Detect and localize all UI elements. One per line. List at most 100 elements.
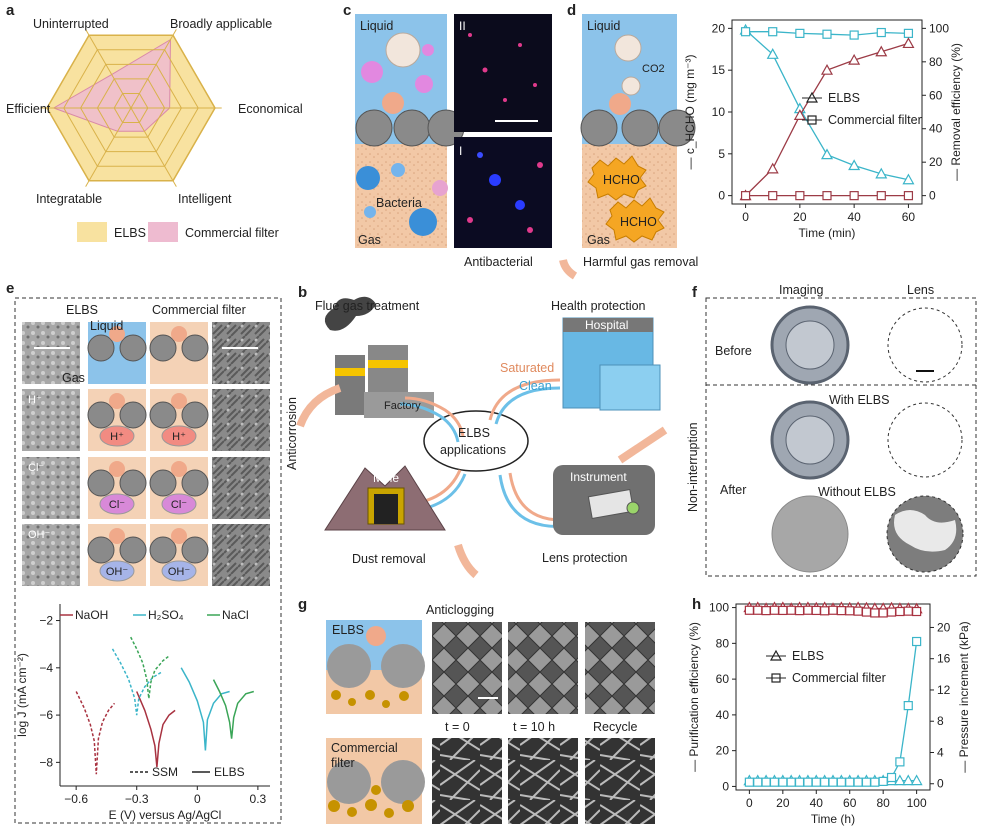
- radar-spoke: [130, 107, 177, 187]
- scheme-droplet: [171, 393, 187, 409]
- radar-label-economical: Economical: [238, 102, 303, 116]
- chart-h-ytick-left-label: 0: [722, 779, 729, 793]
- panel-b-lens: Lens protection: [542, 551, 628, 565]
- sem-image: [22, 524, 80, 586]
- panel-label-f: f: [692, 284, 697, 301]
- chart-d-ylabel-left: — c_HCHO (mg m⁻³): [683, 55, 697, 170]
- chart-h-ylabel-right: — Pressure increment (kPa): [957, 621, 971, 772]
- chart-h-series-line-3: [749, 641, 918, 783]
- e-ylabel: log J (mA cm⁻²): [15, 653, 29, 737]
- panel-g-elbs: ELBS: [332, 623, 364, 637]
- ion-label: H⁺: [110, 431, 124, 443]
- sem-image: [212, 457, 270, 519]
- sem-image: [22, 389, 80, 451]
- chart-h-point: [769, 777, 780, 787]
- panel-b-saturated: Saturated: [500, 361, 554, 375]
- chart-h-ytick-right-label: 20: [937, 620, 951, 634]
- chart-h-point: [820, 606, 830, 616]
- scheme-pore: [119, 401, 147, 429]
- e-ytick-label: −4: [39, 661, 53, 675]
- chart-h-point: [853, 777, 863, 787]
- e-series-0: [75, 691, 116, 775]
- ion-blob: [161, 425, 197, 447]
- chart-d-ytick-left-label: 10: [712, 105, 726, 119]
- chart-d-xtick-label: 40: [847, 210, 861, 224]
- lens-image-before: [887, 307, 963, 383]
- panel-b-hospital: Hospital: [585, 318, 628, 332]
- scheme-droplet: [109, 528, 125, 544]
- panel-b-factory: Factory: [384, 400, 421, 412]
- panel-f-imaging: Imaging: [779, 283, 824, 297]
- scheme-pore: [119, 334, 147, 362]
- chart-h-point: [878, 608, 888, 618]
- scheme-pore: [149, 469, 177, 497]
- sem-elbs-t10: [508, 622, 578, 714]
- panel-d-hcho-1: HCHO: [603, 173, 640, 187]
- panel-e-elbs-header: ELBS: [66, 303, 98, 317]
- scheme-pore: [87, 536, 115, 564]
- scheme-pore: [181, 401, 209, 429]
- chart-h-point: [895, 757, 905, 767]
- sem-image: [22, 457, 80, 519]
- e-series-3: [180, 667, 230, 751]
- chart-h-point: [861, 607, 872, 617]
- panel-d-liquid: Liquid: [587, 19, 620, 33]
- chart-d-point: [820, 63, 834, 75]
- seal-image-without: [771, 495, 849, 573]
- chart-h-point: [853, 606, 863, 616]
- radar-label-integratable: Integratable: [36, 192, 102, 206]
- chart-d-point: [822, 191, 832, 201]
- scheme-droplet: [171, 528, 187, 544]
- e-ytick-label: −8: [39, 755, 53, 769]
- scheme-droplet: [109, 326, 125, 342]
- chart-d-point: [820, 148, 834, 160]
- scheme-pore: [181, 536, 209, 564]
- sem-commercial-t0: [432, 738, 502, 824]
- chart-h-point: [893, 774, 906, 786]
- e-legend-label: NaCl: [222, 608, 249, 622]
- sem-commercial-recycle: [585, 738, 655, 824]
- e-xtick-label: −0.3: [125, 792, 149, 806]
- panel-label-h: h: [692, 596, 702, 613]
- chart-d-point: [766, 162, 779, 174]
- e-xtick-label: 0.3: [250, 792, 267, 806]
- e-legend-label: NaOH: [75, 608, 108, 622]
- sem-image: [212, 389, 270, 451]
- chart-h-ytick-left-label: 80: [716, 636, 730, 650]
- panel-c-liquid: Liquid: [360, 19, 393, 33]
- e-ytick-label: −2: [39, 614, 53, 628]
- chart-h-legend-commercial: Commercial filter: [792, 671, 886, 685]
- chart-h-point: [803, 605, 813, 615]
- panel-e-liquid: Liquid: [90, 319, 123, 333]
- chart-d-point: [848, 53, 861, 65]
- panel-label-g: g: [298, 596, 308, 613]
- panel-g-scheme-commercial: [326, 738, 425, 824]
- chart-h-ytick-left-label: 60: [716, 672, 730, 686]
- legend-label-elbs: ELBS: [114, 226, 146, 240]
- chart-h-point: [744, 605, 754, 615]
- chart-d-legend-elbs: ELBS: [828, 91, 860, 105]
- sem-elbs-recycle: [585, 622, 655, 714]
- chart-h-point: [870, 608, 880, 618]
- e-xtick-label: −0.6: [64, 792, 88, 806]
- chart-d-point: [903, 28, 914, 38]
- chart-d-point: [740, 27, 751, 37]
- e-series-1: [136, 691, 176, 768]
- fluorescence-image-ii: [454, 14, 552, 132]
- panel-label-e: e: [6, 280, 15, 297]
- ion-blob: [99, 425, 135, 447]
- chart-d-xtick-label: 20: [793, 210, 807, 224]
- fluorescence-label-i: I: [459, 144, 462, 158]
- panel-g-recycle: Recycle: [593, 720, 638, 734]
- chart-h-point: [903, 700, 913, 711]
- ion-blob: [161, 493, 197, 515]
- chart-d-point: [740, 191, 751, 201]
- chart-d-xtick-label: 0: [742, 210, 749, 224]
- radar-label-efficient: Efficient: [6, 102, 51, 116]
- scheme-droplet: [171, 326, 187, 342]
- fluorescence-image-i: [454, 137, 552, 248]
- chart-d-point: [875, 167, 888, 179]
- panel-b-dust: Dust removal: [352, 552, 426, 566]
- legend-swatch-commercial: [148, 222, 178, 242]
